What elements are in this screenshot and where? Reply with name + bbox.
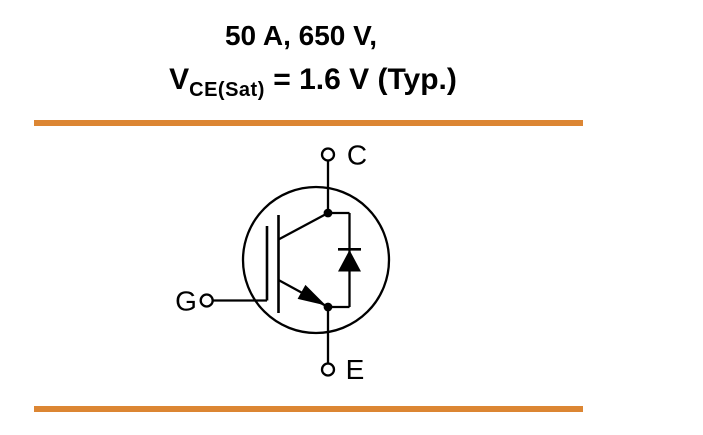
emitter-arrowhead [297,284,326,306]
gate-terminal-circle [199,293,214,308]
divider-bottom-rule [34,406,583,412]
gate-label: G [175,286,197,317]
emitter-terminal-circle [320,362,336,377]
collector-label: C [347,140,367,171]
title-vcesat-line: VCE(Sat) = 1.6 V (Typ.) [169,63,457,101]
diode-anode-triangle [338,250,361,272]
emitter-label: E [346,354,365,385]
collector-terminal-circle [320,147,336,162]
vce-subscript: CE(Sat) [189,79,265,101]
vce-value: = 1.6 V (Typ.) [264,63,457,96]
vce-symbol: V [169,63,190,96]
divider-top-rule [34,120,583,126]
collector-diagonal-wire [277,211,329,241]
package-circle [241,185,391,335]
title-ratings-line: 50 A, 650 V, [224,20,378,51]
